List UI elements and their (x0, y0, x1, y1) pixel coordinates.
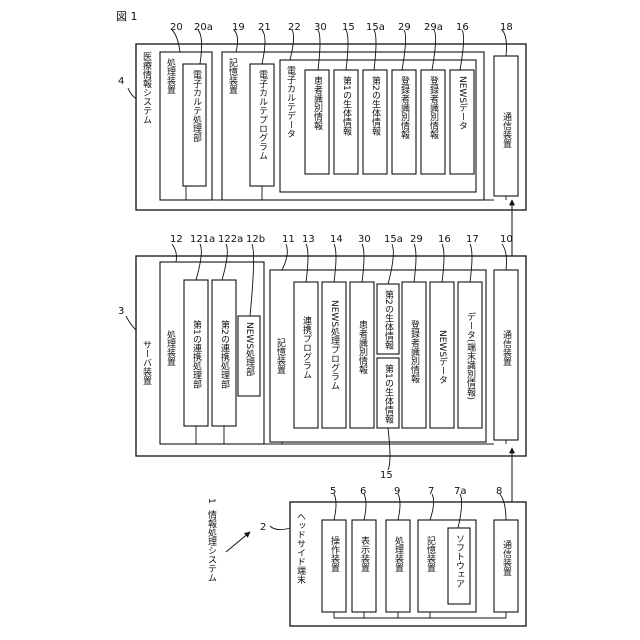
storage-item-label: 第1の生体情報 (383, 363, 394, 425)
emr-item-label: 第2の生体情報 (370, 75, 381, 137)
headset-item-label: 表示装置 (359, 535, 370, 572)
headset-comm-label: 通信装置 (501, 540, 512, 576)
medical-system-number: 4 (118, 76, 124, 87)
medical-processor-label: 処理装置 (165, 57, 176, 94)
headset-number: 2 (260, 522, 266, 533)
storage-item-number: 15 (380, 470, 393, 481)
storage-item-label: データ(端末識別情報) (465, 311, 476, 400)
medical-storage-label: 記憶装置 (227, 57, 238, 94)
server-title: サーバ装置 (141, 340, 152, 385)
emr-item-label: 登録者識別情報 (399, 76, 410, 140)
server-comm-number: 10 (500, 234, 513, 245)
processor-unit-number: 12b (246, 234, 265, 245)
headset-item-number: 9 (394, 486, 400, 497)
server-processor-label: 処理装置 (165, 329, 176, 366)
storage-item-number: 16 (438, 234, 451, 245)
storage-item-label: 登録者識別情報 (409, 320, 420, 384)
server-device: 3 サーバ装置 12 処理装置 121a 第1の連携処理部 122a 第2の連携… (118, 234, 526, 481)
medical-processor-sub-label: 電子カルテ処理部 (191, 70, 202, 143)
medical-system: 4 医療情報システム 20 処理装置 20a 電子カルテ処理部 19 記憶装置 … (118, 22, 526, 210)
server-comm-label: 通信装置 (501, 330, 512, 366)
headset-item-number: 5 (330, 486, 336, 497)
medical-program-number: 21 (258, 22, 271, 33)
medical-emr-label: 電子カルテデータ (285, 66, 296, 138)
storage-item: 15a 第2の生体情報 (377, 234, 403, 354)
storage-item-number: 15a (384, 234, 403, 245)
medical-processor-number: 20 (170, 22, 183, 33)
medical-program-label: 電子カルテプログラム (257, 70, 268, 160)
system-label: 1 情報処理システム (206, 498, 250, 582)
medical-comm-number: 18 (500, 22, 513, 33)
medical-system-title: 医療情報システム (141, 52, 152, 124)
processor-unit-label: 第2の連携処理部 (219, 319, 230, 390)
emr-item-label: 患者識別情報 (312, 75, 323, 131)
emr-item-label: 第1の生体情報 (341, 75, 352, 137)
storage-item-number: 14 (330, 234, 343, 245)
emr-item-label: 登録者識別情報 (428, 76, 439, 140)
medical-processor-sub-number: 20a (194, 22, 213, 33)
figure-title: 図 1 (116, 10, 138, 23)
server-storage-number: 11 (282, 234, 295, 245)
headset-item-number: 6 (360, 486, 366, 497)
processor-unit-number: 121a (190, 234, 215, 245)
storage-item-label: NEWS処理プログラム (329, 300, 340, 390)
emr-item-number: 30 (314, 22, 327, 33)
headset-item-label: 処理装置 (393, 535, 404, 572)
medical-comm-label: 通信装置 (501, 112, 512, 148)
storage-item-number: 17 (466, 234, 479, 245)
storage-item-number: 13 (302, 234, 315, 245)
headset-terminal: 2 ヘッドサイド端末 5 操作装置 6 表示装置 9 処理装置 (260, 486, 526, 626)
processor-unit-label: 第1の連携処理部 (191, 319, 202, 390)
headset-item-number: 7a (454, 486, 467, 497)
emr-item-number: 29a (424, 22, 443, 33)
headset-comm-number: 8 (496, 486, 502, 497)
headset-item-number: 7 (428, 486, 434, 497)
medical-storage-number: 19 (232, 22, 245, 33)
headset-item-label: ソフトウェア (454, 534, 464, 588)
emr-item-number: 15 (342, 22, 355, 33)
server-processor-number: 12 (170, 234, 183, 245)
emr-item-number: 16 (456, 22, 469, 33)
storage-item-number: 29 (410, 234, 423, 245)
headset-title: ヘッドサイド端末 (295, 512, 306, 585)
emr-item-label: NEWSデータ (457, 76, 468, 130)
server-storage-label: 記憶装置 (275, 337, 286, 374)
headset-item-label: 記憶装置 (425, 535, 436, 572)
storage-item-label: 連携プログラム (301, 315, 312, 379)
medical-emr-number: 22 (288, 22, 301, 33)
emr-item-number: 29 (398, 22, 411, 33)
headset-item-label: 操作装置 (329, 535, 340, 572)
storage-item: 15 第1の生体情報 (377, 358, 399, 481)
emr-item-number: 15a (366, 22, 385, 33)
server-number: 3 (118, 306, 124, 317)
system-label-number: 1 (206, 498, 216, 504)
storage-item-label: NEWSデータ (437, 330, 448, 384)
system-label-text: 情報処理システム (206, 509, 217, 582)
storage-item-label: 第2の生体情報 (383, 289, 394, 351)
processor-unit-number: 122a (218, 234, 243, 245)
processor-unit-label: NEWS処理部 (244, 322, 255, 377)
storage-item-number: 30 (358, 234, 371, 245)
storage-item-label: 患者識別情報 (357, 319, 368, 375)
